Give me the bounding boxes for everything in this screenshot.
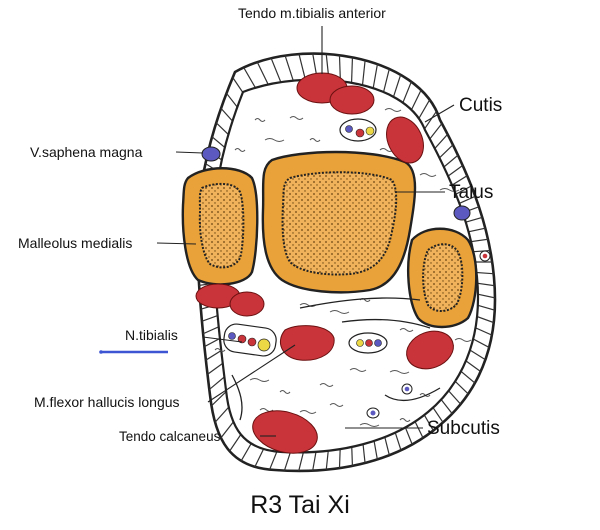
v-saphena-parva-vessel bbox=[453, 205, 471, 221]
v-saphena-magna-vessel bbox=[201, 146, 221, 162]
label-m-flexor-hallucis-longus: M.flexor hallucis longus bbox=[34, 394, 180, 410]
neurovascular-bundle-anterior bbox=[339, 118, 377, 142]
m-flexor-hallucis-longus-muscle bbox=[280, 325, 335, 361]
tendo-calcaneus-muscle bbox=[252, 410, 318, 454]
label-tendo-tibialis-anterior: Tendo m.tibialis anterior bbox=[238, 5, 386, 21]
neurovascular-bundle-lateral bbox=[348, 332, 388, 354]
fibula-bone bbox=[407, 227, 478, 329]
tendo-extensor-hallucis bbox=[329, 85, 375, 115]
label-subcutis: Subcutis bbox=[427, 418, 500, 439]
tendo-flexor-digitorum bbox=[229, 291, 265, 317]
talus-bone bbox=[261, 150, 417, 294]
fascia-line-1 bbox=[299, 297, 421, 309]
malleolus-medialis-bone bbox=[181, 167, 259, 286]
tendo-extensor-digitorum bbox=[386, 116, 424, 164]
label-v-saphena-magna: V.saphena magna bbox=[30, 144, 143, 160]
neurovascular-bundle-tibialis bbox=[223, 323, 277, 357]
fascia-line-3 bbox=[231, 374, 243, 421]
fascia-line-4 bbox=[384, 387, 441, 401]
muscle-group bbox=[195, 72, 454, 454]
tendo-peroneus bbox=[406, 330, 454, 370]
label-tendo-calcaneus: Tendo calcaneus bbox=[119, 429, 221, 444]
label-malleolus-medialis: Malleolus medialis bbox=[18, 235, 132, 251]
label-cutis: Cutis bbox=[459, 95, 502, 116]
caption-acupoint: R3 Tai Xi bbox=[250, 491, 350, 519]
label-n-tibialis: N.tibialis bbox=[125, 327, 178, 343]
leader-lines bbox=[156, 26, 455, 437]
label-talus: Talus bbox=[449, 182, 493, 203]
fascia-line-2 bbox=[341, 318, 431, 329]
